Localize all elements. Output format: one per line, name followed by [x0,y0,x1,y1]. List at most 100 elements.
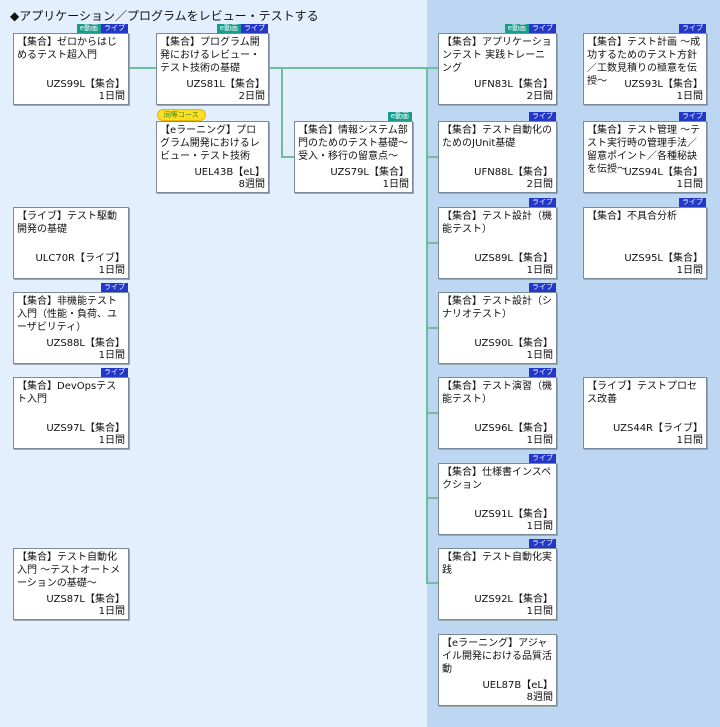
connector [426,242,438,244]
course-title: 【集合】テスト計画 ～成功するためのテスト方針／工数見積りの極意を伝授～ [587,37,701,87]
course-code: UZS44R【ライブ】 [612,423,703,434]
course-title: 【集合】アプリケーションテスト 実践トレーニング [442,37,552,74]
course-card[interactable]: 【集合】情報システム部門のためのテスト基礎～受入・移行の留意点～UZS79L【集… [294,112,413,193]
course-card[interactable]: 【集合】テスト計画 ～成功するためのテスト方針／工数見積りの極意を伝授～UZS9… [583,24,707,105]
course-title: 【集合】非機能テスト入門（性能・負荷、ユーザビリティ） [17,296,117,333]
badges: ライブ [679,112,706,121]
live-badge: ライブ [529,112,556,121]
course-code: UZS81L【集合】 [186,79,265,90]
badges: ライブ [529,283,556,292]
badges: ライブ [101,368,128,377]
connector [426,67,428,584]
connector [269,67,438,69]
course-card[interactable]: 【eラーニング】プログラム開発におけるレビュー・テスト技術 UEL43B【eL】8… [156,109,269,193]
badges: ライブ [529,539,556,548]
course-code: UFN83L【集合】 [474,79,553,90]
badges: ライブ [529,454,556,463]
course-code: UZS94L【集合】 [624,167,703,178]
badges: e動画ライブ [504,24,556,33]
badges: ライブ [529,198,556,207]
course-duration: 1日間 [676,179,703,190]
course-code: UZS99L【集合】 [46,79,125,90]
course-code: UZS79L【集合】 [330,167,409,178]
badges: ライブ [101,283,128,292]
course-card[interactable]: 【集合】テスト演習（機能テスト）UZS96L【集合】1日間ライブ [438,368,557,449]
badges: ライブ [529,112,556,121]
course-card[interactable]: 【集合】ゼロからはじめるテスト超入門 UZS99L【集合】1日間 e動画ライブ [13,24,129,105]
connector [281,67,283,158]
course-duration: 1日間 [676,265,703,276]
course-card[interactable]: 【ライブ】テストプロセス改善 UZS44R【ライブ】1日間 [583,377,707,449]
course-duration: 1日間 [98,606,125,617]
badges: e動画ライブ [216,24,268,33]
course-card[interactable]: 【集合】テスト設計（機能テスト）UZS89L【集合】1日間ライブ [438,198,557,279]
course-duration: 1日間 [98,91,125,102]
course-code: ULC70R【ライブ】 [35,253,125,264]
course-title: 【集合】テスト演習（機能テスト） [442,381,552,405]
page-title: ◆アプリケーション／プログラムをレビュー・テストする [10,9,319,23]
course-duration: 1日間 [98,435,125,446]
course-duration: 2日間 [526,91,553,102]
badges: e動画ライブ [76,24,128,33]
course-code: UEL43B【eL】 [194,167,265,178]
course-card[interactable]: 【集合】アプリケーションテスト 実践トレーニング UFN83L【集合】2日間 e動画… [438,24,557,105]
equivalent-course-badge: 同等コース [157,109,206,121]
live-badge: ライブ [679,24,706,33]
course-duration: 1日間 [526,435,553,446]
course-card[interactable]: 【集合】テスト設計（シナリオテスト）UZS90L【集合】1日間ライブ [438,283,557,364]
course-card[interactable]: 【集合】テスト自動化入門 ～テストオートメーションの基礎～ UZS87L【集合】1… [13,548,129,620]
course-title: 【集合】仕様書インスペクション [442,467,552,491]
live-badge: ライブ [101,368,128,377]
course-duration: 1日間 [676,435,703,446]
course-card[interactable]: 【集合】非機能テスト入門（性能・負荷、ユーザビリティ） UZS88L【集合】1日間… [13,283,129,364]
course-title: 【集合】ゼロからはじめるテスト超入門 [17,37,117,61]
course-title: 【集合】テスト自動化入門 ～テストオートメーションの基礎～ [17,552,121,589]
course-code: UEL87B【eL】 [482,680,553,691]
live-badge: ライブ [529,539,556,548]
course-title: 【ライブ】テストプロセス改善 [587,381,697,405]
live-badge: ライブ [679,112,706,121]
course-title: 【集合】不具合分析 [587,211,677,222]
connector [281,156,294,158]
connector [426,327,438,329]
course-duration: 8週間 [238,179,265,190]
e-video-badge: e動画 [76,24,101,33]
live-badge: ライブ [679,198,706,207]
course-code: UZS87L【集合】 [46,594,125,605]
course-card[interactable]: 【集合】不具合分析 UZS95L【集合】1日間 ライブ [583,198,707,279]
e-video-badge: e動画 [504,24,529,33]
connector [426,412,438,414]
course-title: 【eラーニング】プログラム開発におけるレビュー・テスト技術 [160,125,260,162]
live-badge: ライブ [529,198,556,207]
badges: ライブ [529,368,556,377]
live-badge: ライブ [101,283,128,292]
live-badge: ライブ [241,24,268,33]
course-title: 【集合】DevOpsテスト入門 [17,381,117,405]
course-duration: 1日間 [526,521,553,532]
course-code: UZS97L【集合】 [46,423,125,434]
course-title: 【集合】テスト設計（シナリオテスト） [442,296,552,320]
connector [426,156,438,158]
course-code: UZS92L【集合】 [474,594,553,605]
course-title: 【集合】テスト設計（機能テスト） [442,211,552,235]
course-duration: 1日間 [526,606,553,617]
course-title: 【集合】テスト自動化のためのJUnit基礎 [442,125,552,149]
live-badge: ライブ [529,368,556,377]
course-title: 【集合】テスト管理 ～テスト実行時の管理手法／留意ポイント／各種秘訣を伝授～ [587,125,701,175]
course-card[interactable]: 【集合】DevOpsテスト入門 UZS97L【集合】1日間 ライブ [13,368,129,449]
badges: ライブ [679,24,706,33]
course-title: 【eラーニング】アジャイル開発における品質活動 [442,638,552,675]
course-code: UZS88L【集合】 [46,338,125,349]
course-duration: 1日間 [676,91,703,102]
course-card[interactable]: 【集合】テスト管理 ～テスト実行時の管理手法／留意ポイント／各種秘訣を伝授～UZ… [583,112,707,193]
connector [426,582,438,584]
badges: e動画 [387,112,412,121]
course-duration: 1日間 [98,350,125,361]
course-code: UZS95L【集合】 [624,253,703,264]
